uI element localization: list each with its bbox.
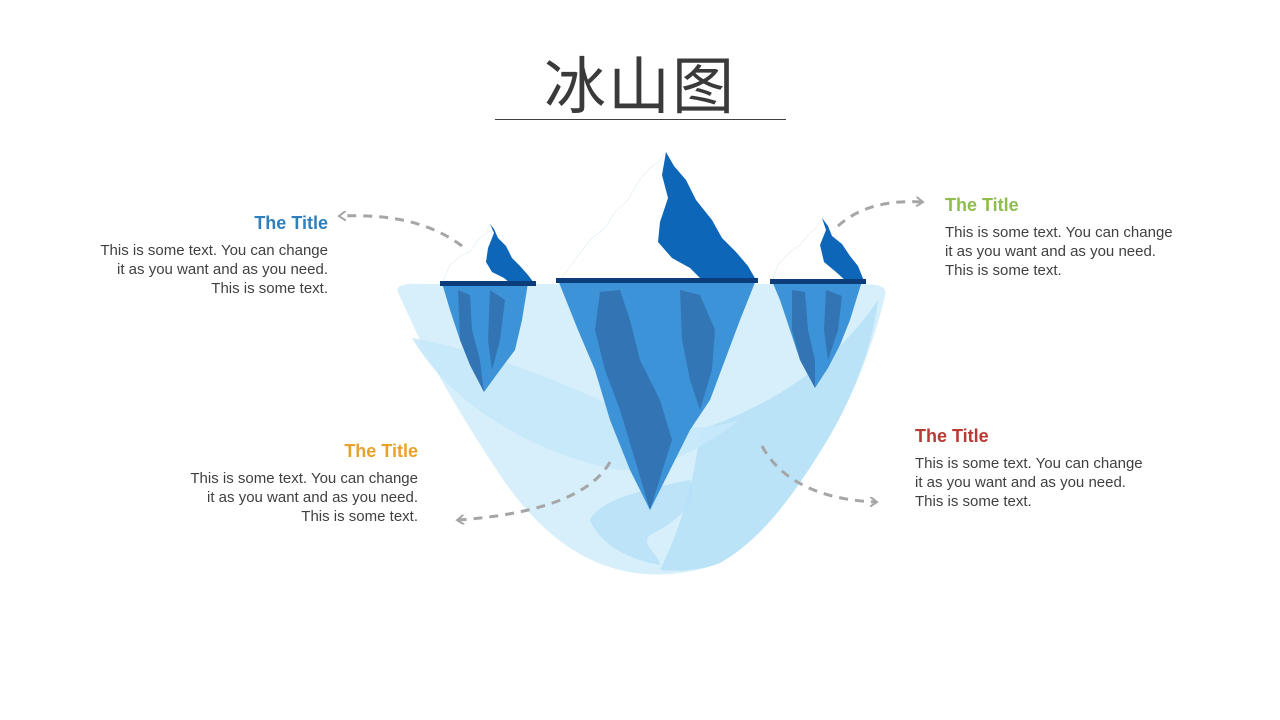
callout-title: The Title: [344, 441, 418, 461]
iceberg-center: [556, 152, 758, 510]
callout-title: The Title: [945, 195, 1019, 215]
iceberg-right: [770, 218, 866, 388]
callout-bottom-right: The Title This is some text. You can cha…: [915, 426, 1145, 511]
water-swirl: [590, 480, 693, 565]
callout-body: This is some text. You can change it as …: [190, 470, 418, 525]
iceberg-left: [440, 224, 536, 392]
arrow-to-bottom-left: [458, 461, 612, 520]
arrow-to-top-left: [340, 216, 463, 248]
arrow-to-bottom-right: [760, 445, 876, 502]
callout-body: This is some text. You can change it as …: [945, 224, 1173, 279]
callout-top-right: The Title This is some text. You can cha…: [945, 195, 1175, 280]
callout-title: The Title: [254, 213, 328, 233]
callout-top-left: The Title This is some text. You can cha…: [98, 213, 328, 298]
slide-title: 冰山图: [543, 50, 736, 123]
callout-bottom-left: The Title This is some text. You can cha…: [188, 441, 418, 526]
callout-title: The Title: [915, 426, 989, 446]
callout-body: This is some text. You can change it as …: [915, 455, 1143, 510]
callout-body: This is some text. You can change it as …: [100, 242, 328, 297]
title-underline: [495, 119, 786, 120]
arrow-to-top-right: [836, 202, 922, 228]
